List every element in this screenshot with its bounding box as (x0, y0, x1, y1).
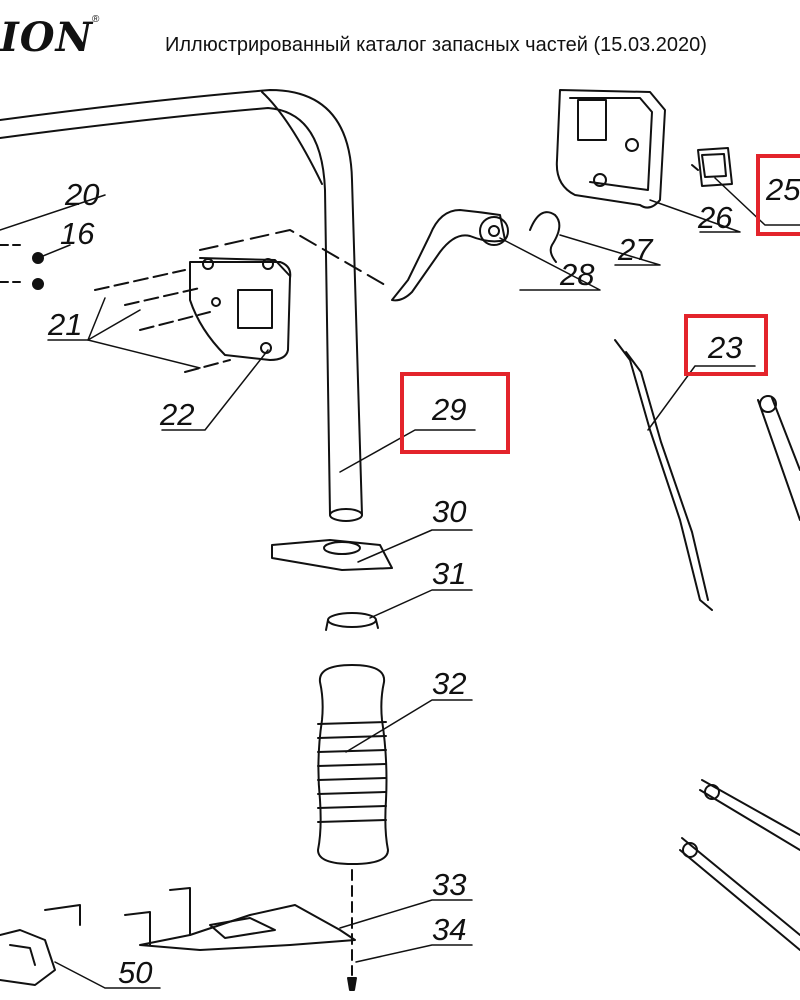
highlight-box-23 (684, 314, 768, 376)
header: ION ® Иллюстрированный каталог запасных … (0, 0, 800, 70)
callout-23: 23 (707, 330, 742, 365)
callout-31: 31 (432, 556, 466, 591)
callout-34: 34 (432, 912, 466, 947)
callout-33: 33 (432, 867, 466, 902)
callout-26: 26 (697, 200, 733, 235)
screw-34 (347, 869, 357, 991)
screws-21 (94, 229, 386, 373)
callout-28: 28 (559, 257, 595, 292)
callout-27: 27 (617, 232, 654, 267)
callout-labels: 20 16 21 22 28 27 26 25 23 29 30 31 32 3… (47, 172, 800, 990)
highlight-box-29 (400, 372, 510, 454)
callout-20: 20 (64, 177, 99, 212)
brand-logo: ION (0, 14, 94, 61)
callout-32: 32 (432, 666, 466, 701)
callout-25: 25 (765, 172, 800, 207)
bracket-33 (124, 887, 356, 951)
callout-22: 22 (159, 397, 194, 432)
callout-30: 30 (432, 494, 466, 529)
registered-mark: ® (92, 14, 100, 25)
catalog-title: Иллюстрированный каталог запасных частей… (165, 34, 707, 56)
highlight-box-25 (756, 154, 800, 236)
lever-28 (391, 209, 509, 302)
switch-housing-22 (189, 257, 292, 361)
plate-30 (271, 539, 393, 571)
throttle-housing-26 (555, 89, 666, 209)
spring-27 (529, 211, 561, 263)
callout-21: 21 (47, 307, 82, 342)
callout-29: 29 (431, 392, 466, 427)
callout-16: 16 (60, 216, 95, 251)
leader-lines (0, 177, 800, 989)
part-50 (0, 904, 81, 986)
handlebar-tube (0, 89, 363, 522)
grip-32 (317, 664, 389, 865)
switch-25 (691, 147, 733, 187)
callout-50: 50 (118, 955, 152, 990)
cable-ties (679, 779, 800, 951)
nuts-16-20 (0, 244, 44, 290)
clip-31 (325, 612, 379, 631)
cable-23 (614, 339, 800, 611)
highlight-boxes (400, 154, 800, 454)
